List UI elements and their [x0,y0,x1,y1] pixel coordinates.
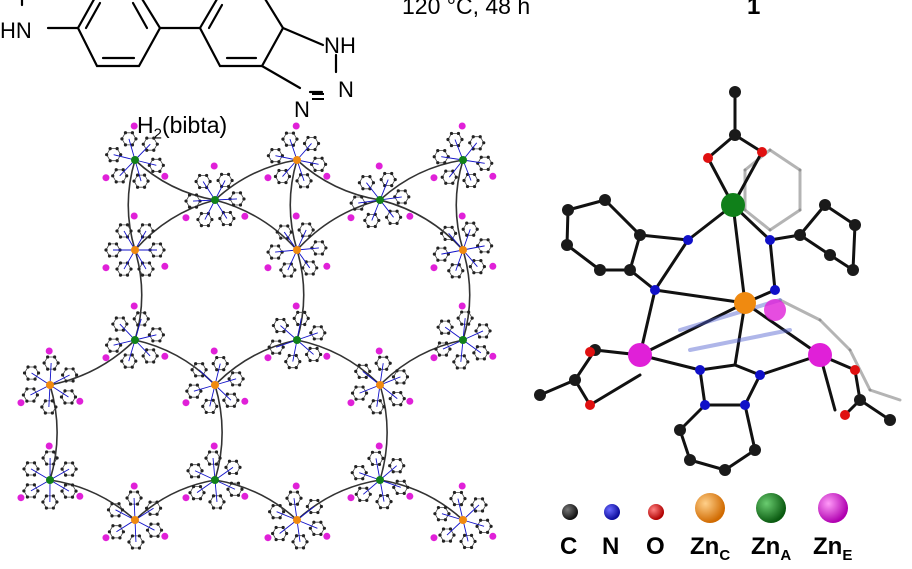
ligand-name: H2(bibta) [137,112,227,143]
atom-label-n2: N [338,77,354,102]
reaction-conditions: 120 °C, 48 h [402,0,531,19]
legend-sphere-o [648,504,664,520]
atom-label-hn: HN [0,18,32,43]
compound-number: 1 [747,0,761,20]
legend-sphere-znc [695,493,725,523]
ligand-bonds [20,0,338,94]
framework-lattice [17,122,497,550]
legend-label-zne: ZnE [813,533,853,564]
legend-sphere-c [562,504,578,520]
atom-label-n3: N [294,97,310,122]
legend-label-znc: ZnC [690,533,731,564]
ligand-name-main: H [137,112,154,138]
legend-label-c: C [560,533,578,560]
ligand-name-sub: 2 [153,125,162,143]
cluster-atoms [534,86,902,476]
atom-label-h: H [340,33,356,58]
legend-label-o: O [646,533,665,560]
legend-sphere-zna [756,493,786,523]
ligand-name-tail: (bibta) [161,112,228,138]
legend-sphere-zne [818,493,848,523]
legend-label-zna: ZnA [751,533,792,564]
atom-label-n1: N [324,33,340,58]
legend-sphere-n [604,504,620,520]
legend-label-n: N [602,533,620,560]
